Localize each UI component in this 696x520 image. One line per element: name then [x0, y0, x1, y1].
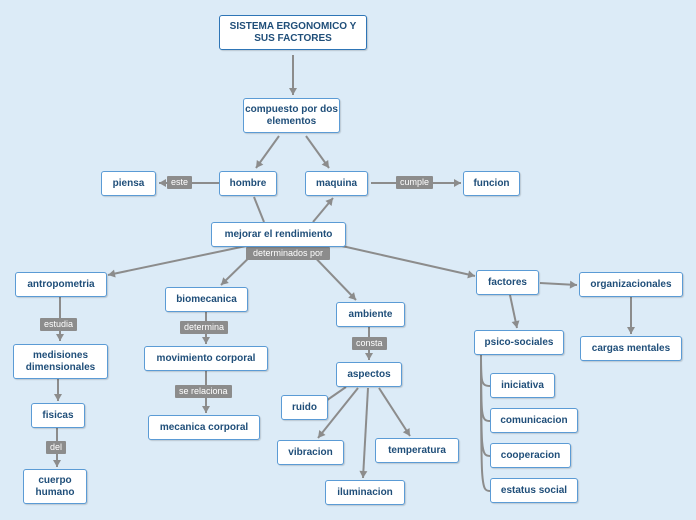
node-label-biomecanica: biomecanica	[176, 293, 237, 305]
link-label-movimiento-mecanica: se relaciona	[175, 385, 232, 398]
node-sistema[interactable]: SISTEMA ERGONOMICO Y SUS FACTORES	[219, 15, 367, 50]
node-label-ambiente: ambiente	[348, 308, 393, 320]
node-compuesto[interactable]: compuesto por dos elementos	[243, 98, 340, 133]
node-label-mejorar: mejorar el rendimiento	[224, 228, 333, 240]
node-label-compuesto: compuesto por dos elementos	[245, 103, 338, 127]
connector-factores-psico	[509, 294, 520, 329]
link-label-antropometria-medisiones: estudia	[40, 318, 78, 331]
connector-medisiones-fisicas	[54, 379, 62, 401]
node-iluminacion[interactable]: iluminacion	[325, 480, 405, 505]
node-label-ruido: ruido	[292, 401, 317, 413]
connector-compuesto-hombre	[255, 135, 280, 169]
link-label-maquina-funcion: cumple	[396, 176, 434, 189]
node-label-aspectos: aspectos	[347, 368, 391, 380]
node-label-cuerpo: cuerpo humano	[35, 474, 75, 498]
node-iniciativa[interactable]: iniciativa	[490, 373, 555, 398]
node-cooperacion[interactable]: cooperacion	[490, 443, 571, 468]
node-label-piensa: piensa	[112, 177, 145, 189]
connector-sistema-compuesto	[289, 55, 297, 95]
connector-factores-organizacionales	[539, 280, 578, 289]
node-comunicacion[interactable]: comunicacion	[490, 408, 578, 433]
node-temperatura[interactable]: temperatura	[375, 438, 459, 463]
node-label-movimiento: movimiento corporal	[156, 352, 256, 364]
link-label-fisicas-cuerpo: del	[46, 441, 67, 454]
node-label-comunicacion: comunicacion	[500, 414, 568, 426]
node-label-cooperacion: cooperacion	[500, 449, 561, 461]
node-hombre[interactable]: hombre	[219, 171, 277, 196]
node-psico[interactable]: psico-sociales	[474, 330, 564, 355]
node-label-mecanica: mecanica corporal	[159, 421, 249, 433]
connector-aspectos-iluminacion	[359, 387, 369, 479]
node-cargas[interactable]: cargas mentales	[580, 336, 682, 361]
connector-mejorar-antropometria	[107, 245, 247, 278]
node-ambiente[interactable]: ambiente	[336, 302, 405, 327]
node-label-fisicas: fisicas	[42, 409, 74, 421]
connector-compuesto-maquina	[305, 135, 330, 169]
node-label-factores: factores	[488, 276, 527, 288]
connector-psico-estatus	[480, 354, 491, 492]
node-label-iniciativa: iniciativa	[501, 379, 544, 391]
node-ruido[interactable]: ruido	[281, 395, 328, 420]
node-mejorar[interactable]: mejorar el rendimiento	[211, 222, 346, 247]
connector-hombre-mejorar	[253, 196, 265, 223]
connector-psico-iniciativa	[480, 354, 491, 387]
link-label-determinados-por: determinados por	[246, 247, 330, 260]
node-piensa[interactable]: piensa	[101, 171, 156, 196]
node-antropometria[interactable]: antropometria	[15, 272, 107, 297]
node-label-cargas: cargas mentales	[591, 342, 671, 354]
node-biomecanica[interactable]: biomecanica	[165, 287, 248, 312]
connector-mejorar-factores	[341, 245, 476, 279]
connector-aspectos-vibracion	[317, 387, 359, 439]
connector-mejorar-maquina	[312, 197, 334, 223]
node-label-antropometria: antropometria	[27, 278, 95, 290]
connector-organizacionales-cargas	[627, 297, 635, 334]
link-label-ambiente-aspectos: consta	[352, 337, 387, 350]
node-funcion[interactable]: funcion	[463, 171, 520, 196]
node-label-funcion: funcion	[473, 177, 510, 189]
node-label-hombre: hombre	[229, 177, 267, 189]
node-estatus[interactable]: estatus social	[490, 478, 578, 503]
node-maquina[interactable]: maquina	[305, 171, 368, 196]
node-factores[interactable]: factores	[476, 270, 539, 295]
node-mecanica[interactable]: mecanica corporal	[148, 415, 260, 440]
node-label-iluminacion: iluminacion	[337, 486, 393, 498]
connector-psico-comunicacion	[480, 354, 491, 422]
node-aspectos[interactable]: aspectos	[336, 362, 402, 387]
node-vibracion[interactable]: vibracion	[277, 440, 344, 465]
connector-aspectos-temperatura	[378, 387, 411, 437]
node-organizacionales[interactable]: organizacionales	[579, 272, 683, 297]
node-cuerpo[interactable]: cuerpo humano	[23, 469, 87, 504]
node-label-estatus: estatus social	[500, 484, 568, 496]
node-label-medisiones: medisiones dimensionales	[25, 349, 96, 373]
node-label-vibracion: vibracion	[288, 446, 333, 458]
node-movimiento[interactable]: movimiento corporal	[144, 346, 268, 371]
link-label-hombre-piensa: este	[167, 176, 193, 189]
node-medisiones[interactable]: medisiones dimensionales	[13, 344, 108, 379]
node-fisicas[interactable]: fisicas	[31, 403, 85, 428]
node-label-temperatura: temperatura	[388, 444, 446, 456]
link-label-biomecanica-movimiento: determina	[180, 321, 229, 334]
node-label-maquina: maquina	[315, 177, 358, 189]
node-label-sistema: SISTEMA ERGONOMICO Y SUS FACTORES	[229, 20, 357, 44]
node-label-organizacionales: organizacionales	[590, 278, 672, 290]
node-label-psico: psico-sociales	[484, 336, 554, 348]
